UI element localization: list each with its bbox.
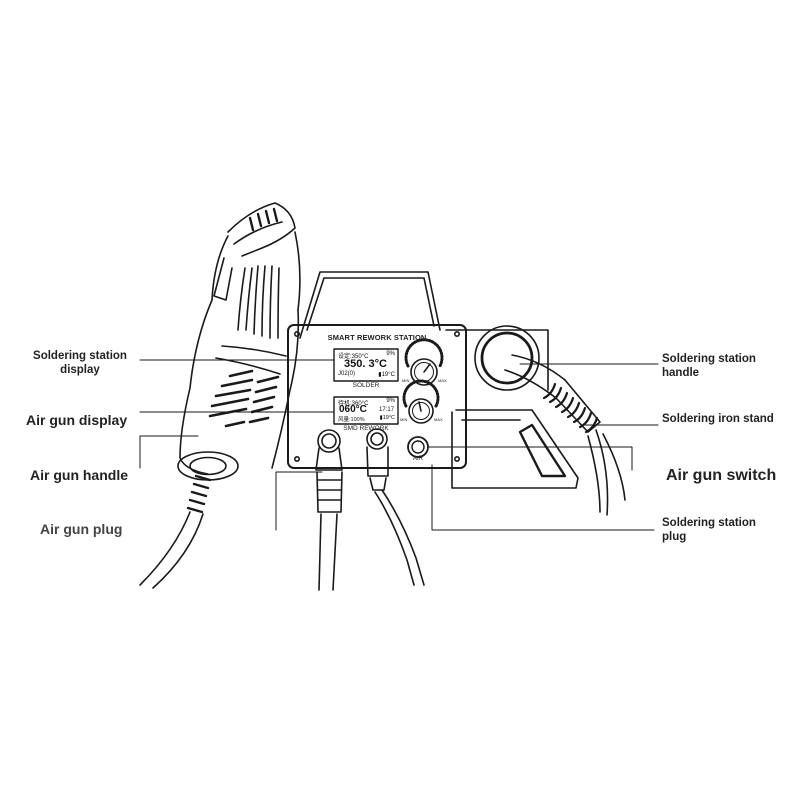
label-air-gun-plug: Air gun plug	[40, 521, 123, 537]
solder-ambient: ▮19°C	[378, 372, 395, 378]
air-gun-plug-drawing	[315, 429, 343, 591]
label-soldering-iron-stand: Soldering iron stand	[662, 413, 774, 425]
soldering-station-handle-drawing	[504, 354, 626, 516]
station-rear-housing	[299, 271, 441, 339]
smd-screen: 待机:360°C 9% 060°C 17:17 风量:100% ▮19°C	[336, 398, 396, 423]
soldering-iron-stand	[445, 329, 579, 489]
solder-screen: 设定:350°C 9% 350. 3°C J02(0) ▮19°C	[336, 350, 396, 380]
smd-temp-readout: 060°C	[339, 404, 367, 415]
knob1-max-label: MAX	[438, 378, 447, 383]
label-air-gun-switch: Air gun switch	[666, 467, 777, 484]
smd-label: SMD REWORK	[343, 425, 389, 432]
label-soldering-station-plug: Soldering station plug	[662, 517, 756, 543]
knob2-max-label: MAX	[434, 417, 443, 422]
smd-ambient: ▮19°C	[379, 415, 395, 421]
solder-set-pct: 9%	[386, 351, 395, 357]
label-soldering-station-handle: Soldering station handle	[662, 353, 756, 379]
leader-lines	[139, 359, 659, 531]
iron-holder-ring	[474, 325, 540, 391]
knob1-min-label: MIN	[402, 378, 410, 383]
label-air-gun-handle: Air gun handle	[30, 467, 128, 483]
label-air-gun-display: Air gun display	[26, 412, 128, 428]
solder-label: SOLDER	[352, 382, 380, 389]
smd-set-line: 待机:360°C	[338, 401, 369, 407]
air-switch-label: AIR	[412, 456, 423, 462]
label-soldering-station-display: Soldering station display	[33, 350, 127, 376]
solder-set-line: 设定:350°C	[338, 354, 369, 360]
panel-title: SMART REWORK STATION	[327, 333, 427, 342]
front-panel	[287, 324, 467, 469]
solder-temp-readout: 350. 3°C	[344, 358, 387, 370]
smd-airflow: 风量:100%	[338, 417, 365, 423]
smd-clock: 17:17	[378, 407, 394, 413]
air-gun-drawing	[139, 202, 301, 589]
knob2-min-label: MIN	[400, 417, 408, 422]
soldering-station-plug-drawing	[366, 428, 425, 586]
smd-set-pct: 9%	[386, 398, 395, 404]
solder-tip-id: J02(0)	[338, 371, 356, 377]
